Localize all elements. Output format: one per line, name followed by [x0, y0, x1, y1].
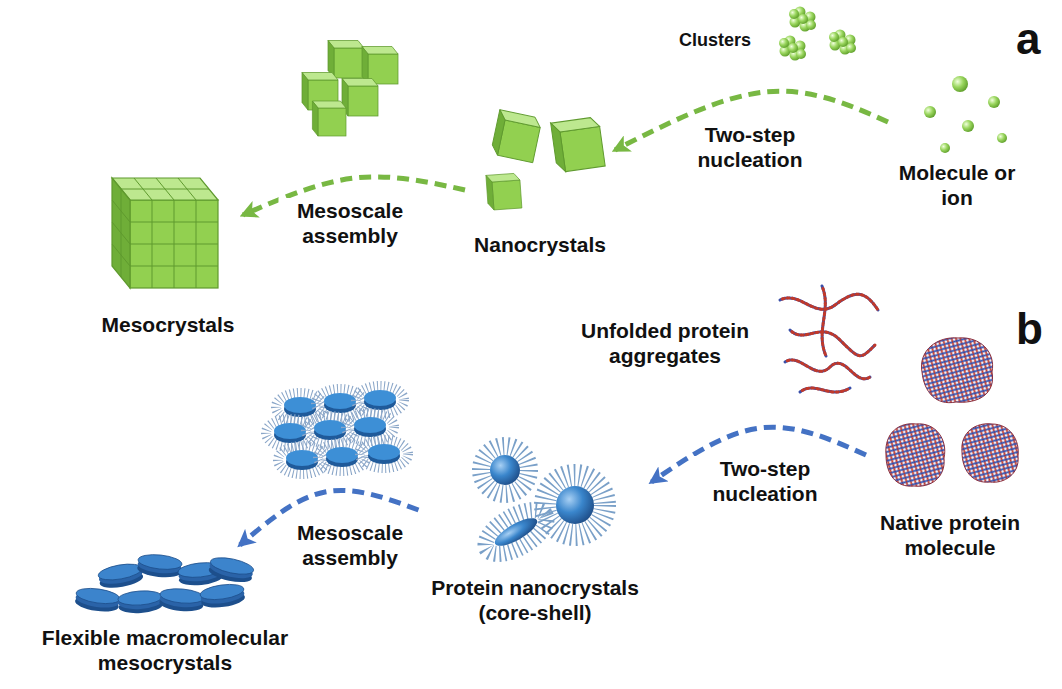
- mesocrystal-cube: [130, 266, 218, 267]
- mesocrystal-cube: [121, 189, 209, 190]
- caption-text: Clusters: [679, 28, 751, 53]
- caption-text: Native protein molecule: [870, 510, 1030, 560]
- nanocrystal-cubes: [490, 110, 542, 163]
- core-shell-figure: [479, 501, 554, 563]
- core-shell-figure: [479, 446, 605, 563]
- core-shell-figure: [479, 501, 554, 563]
- mesocrystal-cube: [130, 200, 218, 288]
- unfolded-strands: [780, 286, 878, 392]
- connector-group: [240, 91, 888, 545]
- caption-text: Protein nanocrystals (core-shell): [423, 575, 648, 625]
- mesocrystal-cube: [112, 178, 130, 288]
- mesocrystal-group: Mesocrystals: [93, 170, 243, 343]
- unfolded-strands: [780, 286, 878, 392]
- ion-dots: [952, 76, 968, 92]
- unfolded-strands: [790, 330, 875, 356]
- core-shell-figure: [481, 446, 529, 494]
- mesocrystal-cube: [130, 222, 218, 223]
- edge-label: Mesoscale assembly: [279, 520, 422, 570]
- ion-dots: [924, 106, 936, 118]
- native-protein-group: Native protein molecule: [866, 340, 1034, 566]
- mesocrystal-cube: [130, 244, 218, 245]
- core-shell-figure: [490, 455, 520, 485]
- unfolded-strands: [822, 286, 826, 356]
- caption-text: Molecule or ion: [892, 160, 1022, 210]
- mesocrystal-cube: [112, 178, 218, 288]
- flexible-mesocrystal-figure: [74, 586, 121, 614]
- flexible-mesocrystal-figure: [159, 587, 205, 613]
- nanocrystal-group: Nanocrystals: [465, 105, 615, 263]
- panel-letter: a: [1016, 16, 1040, 62]
- cluster-figure: [789, 7, 816, 32]
- aggregate-group: Unfolded protein aggregates: [566, 318, 764, 374]
- edge-label: Two-step nucleation: [679, 122, 822, 172]
- flexible-mesocrystal-figure: [74, 553, 255, 615]
- assembling-cubes: [312, 101, 346, 136]
- flexible-mesocrystal-figure: [207, 555, 255, 586]
- nanocrystal-cubes: [486, 173, 522, 210]
- native-protein-figure: [886, 424, 945, 487]
- ion-dots: [988, 96, 1000, 108]
- ion-group: Molecule or ion: [888, 70, 1026, 216]
- disc-assembly: [360, 440, 408, 468]
- native-protein-figure: [921, 338, 992, 403]
- cluster-figure: [829, 30, 856, 55]
- unfolded-strands: [780, 294, 878, 310]
- core-shell-group: Protein nanocrystals (core-shell): [419, 440, 652, 631]
- cluster-figure: [779, 7, 856, 61]
- ion-dots: [997, 133, 1007, 143]
- caption-text: Flexible macromolecular mesocrystals: [15, 625, 315, 675]
- ion-dots: [962, 120, 974, 132]
- unfolded-strands: [785, 360, 870, 379]
- unfolded-strands: [822, 286, 826, 356]
- assembling-cubes: [342, 79, 378, 117]
- unfolded-strands: [800, 388, 850, 392]
- core-shell-figure: [556, 486, 594, 524]
- native-protein-figure: [962, 424, 1018, 483]
- flexible-mesocrystal-figure: [118, 589, 163, 614]
- edge-label: Two-step nucleation: [694, 456, 837, 506]
- disc-assembly: [266, 386, 408, 474]
- unfolded-strands: [780, 294, 878, 310]
- ion-dots: [940, 143, 950, 153]
- caption-text: Nanocrystals: [474, 232, 606, 257]
- flexible-mesocrystal-figure: [199, 582, 246, 610]
- assembling-cubes: [302, 41, 398, 137]
- panel-letter: b: [1016, 306, 1043, 352]
- core-shell-figure: [545, 475, 605, 535]
- mesocrystal-cube: [112, 178, 218, 288]
- flexible-mesocrystal-figure: [137, 553, 183, 579]
- cluster-figure: [779, 36, 806, 61]
- caption-text: Mesocrystals: [101, 312, 234, 337]
- core-shell-figure: [491, 513, 541, 551]
- ion-dots: [924, 76, 1007, 153]
- native-protein-figure: [886, 338, 1018, 486]
- mesocrystal-cube: [121, 189, 122, 277]
- caption-text: Unfolded protein aggregates: [570, 318, 760, 368]
- unfolded-strands: [800, 388, 850, 392]
- flexible-mesocrystal-figure: [97, 561, 144, 590]
- disc-assembly: [318, 443, 366, 471]
- flexible-mesocrystal-group: Flexible macromolecular mesocrystals: [11, 545, 319, 681]
- disc-assembly: [346, 413, 394, 441]
- unfolded-strands: [790, 330, 875, 356]
- edge-label: Mesoscale assembly: [279, 198, 422, 248]
- nanocrystal-cubes: [486, 110, 605, 211]
- nanocrystal-cubes: [551, 117, 605, 173]
- assembling-cubes: [328, 41, 364, 79]
- unfolded-strands: [780, 286, 878, 392]
- cluster-group: Clusters: [667, 28, 763, 59]
- unfolded-strands: [785, 360, 870, 379]
